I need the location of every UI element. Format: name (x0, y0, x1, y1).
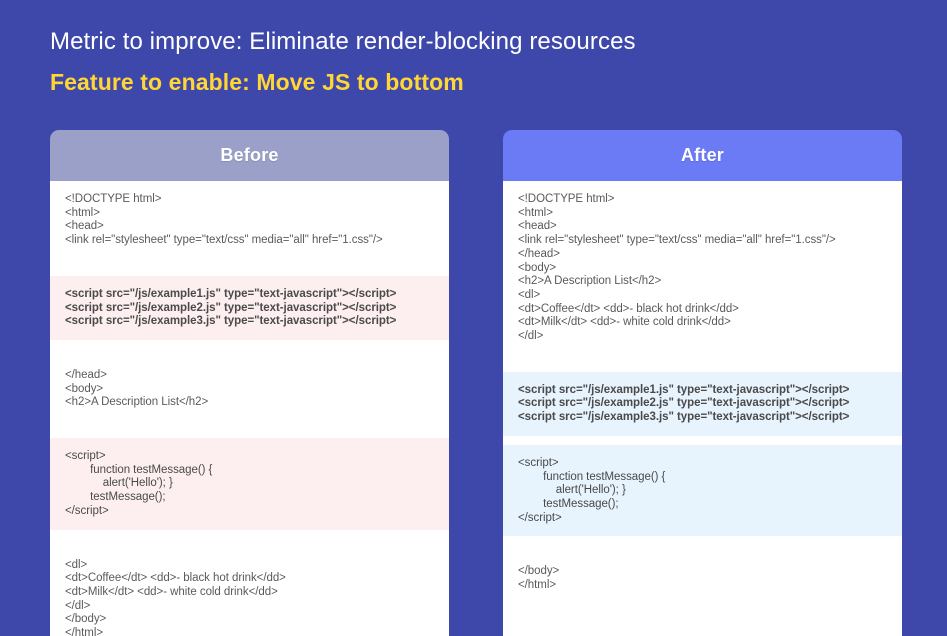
code-line: <script src="/js/example1.js" type="text… (65, 287, 397, 300)
code-line: testMessage(); (518, 497, 619, 510)
code-block: </body></html> (503, 553, 902, 604)
headings-block: Metric to improve: Eliminate render-bloc… (50, 26, 910, 98)
code-line: <body> (518, 261, 557, 274)
code-line: alert('Hello'); } (65, 477, 173, 490)
code-line: <head> (65, 220, 104, 233)
code-line: </script> (65, 504, 109, 517)
code-line: <h2>A Description List</h2> (518, 275, 662, 288)
code-line: </body> (518, 565, 560, 578)
code-block: <!DOCTYPE html><html><head><link rel="st… (503, 181, 902, 355)
code-line: function testMessage() { (518, 470, 666, 483)
feature-to-enable-heading: Feature to enable: Move JS to bottom (50, 69, 464, 96)
code-line: <html> (65, 206, 100, 219)
code-line: </html> (65, 627, 104, 636)
code-line: <body> (65, 382, 104, 395)
code-line: <dt>Milk</dt> <dd>- white cold drink</dd… (65, 585, 278, 598)
code-line: </head> (518, 247, 560, 260)
code-line: <script> (518, 456, 559, 469)
code-segment-gap (50, 421, 449, 439)
code-line: </body> (65, 613, 107, 626)
comparison-panels: Before <!DOCTYPE html><html><head><link … (0, 130, 947, 636)
code-line: <dl> (518, 288, 541, 301)
code-block-highlighted: <script src="/js/example1.js" type="text… (50, 275, 449, 340)
code-line: <html> (518, 206, 553, 219)
code-line: function testMessage() { (65, 463, 213, 476)
code-segment-gap (50, 339, 449, 357)
code-line: <link rel="stylesheet" type="text/css" m… (65, 234, 383, 247)
code-segment-gap (50, 529, 449, 547)
code-line: <dt>Milk</dt> <dd>- white cold drink</dd… (518, 316, 731, 329)
code-block-highlighted: <script> function testMessage() { alert(… (503, 444, 902, 537)
code-segment-gap (503, 536, 902, 554)
code-line: </html> (518, 579, 557, 592)
code-line: <link rel="stylesheet" type="text/css" m… (518, 234, 836, 247)
code-line: <dl> (65, 558, 88, 571)
code-line: testMessage(); (65, 491, 166, 504)
panel-before-title: Before (50, 130, 449, 181)
code-line: alert('Hello'); } (518, 484, 626, 497)
code-line: <script src="/js/example1.js" type="text… (518, 383, 850, 396)
code-line: <script src="/js/example3.js" type="text… (518, 411, 850, 424)
panel-before-code-body: <!DOCTYPE html><html><head><link rel="st… (50, 181, 449, 636)
code-block: </head><body><h2>A Description List</h2> (50, 356, 449, 422)
code-line: <h2>A Description List</h2> (65, 396, 209, 409)
code-segment-gap (503, 435, 902, 445)
panel-before: Before <!DOCTYPE html><html><head><link … (50, 130, 449, 636)
code-segment-gap (503, 354, 902, 372)
code-line: </dl> (518, 330, 544, 343)
code-line: </head> (65, 368, 107, 381)
code-line: <dt>Coffee</dt> <dd>- black hot drink</d… (518, 302, 739, 315)
code-line: <!DOCTYPE html> (518, 193, 615, 205)
code-line: <!DOCTYPE html> (65, 193, 162, 205)
panel-after-code-body: <!DOCTYPE html><html><head><link rel="st… (503, 181, 902, 636)
code-line: <dt>Coffee</dt> <dd>- black hot drink</d… (65, 572, 286, 585)
code-block: <!DOCTYPE html><html><head><link rel="st… (50, 181, 449, 259)
code-block: <dl><dt>Coffee</dt> <dd>- black hot drin… (50, 546, 449, 636)
code-line: <script> (65, 450, 106, 463)
code-line: <script src="/js/example2.js" type="text… (65, 301, 397, 314)
metric-to-improve-heading: Metric to improve: Eliminate render-bloc… (50, 28, 636, 55)
code-line: <head> (518, 220, 557, 233)
code-line: <script src="/js/example3.js" type="text… (65, 315, 397, 328)
code-segment-gap (50, 258, 449, 276)
code-line: <script src="/js/example2.js" type="text… (518, 397, 850, 410)
panel-after: After <!DOCTYPE html><html><head><link r… (503, 130, 902, 636)
panel-after-title: After (503, 130, 902, 181)
code-line: </script> (518, 511, 562, 524)
code-block-highlighted: <script src="/js/example1.js" type="text… (503, 371, 902, 436)
code-line: </dl> (65, 599, 91, 612)
code-block-highlighted: <script> function testMessage() { alert(… (50, 438, 449, 530)
